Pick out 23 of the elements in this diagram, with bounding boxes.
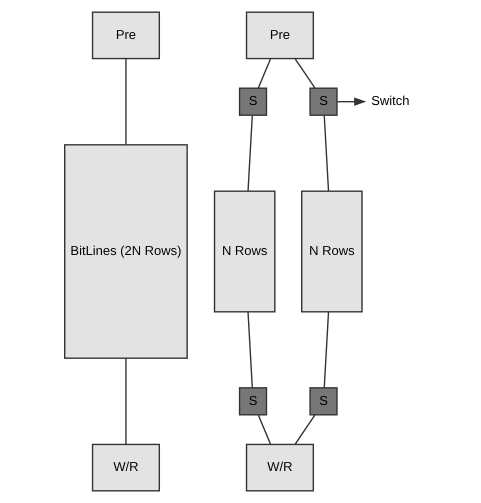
arrow (337, 97, 366, 106)
node-box: S (309, 88, 338, 116)
node-box: Pre (92, 11, 160, 60)
connector (294, 414, 316, 445)
connector (258, 58, 272, 88)
connector (294, 58, 316, 88)
node-text: Switch (371, 93, 410, 108)
connector (125, 358, 127, 444)
connector (247, 115, 253, 192)
connector (324, 312, 330, 388)
connector (324, 115, 330, 192)
node-box: BitLines (2N Rows) (64, 144, 188, 359)
node-box: W/R (92, 444, 160, 492)
connector (258, 414, 272, 445)
node-box: S (238, 88, 268, 116)
connector (125, 58, 127, 145)
node-box: N Rows (301, 190, 363, 312)
node-box: S (238, 387, 268, 416)
node-box: Pre (246, 11, 314, 60)
connector (247, 312, 253, 388)
node-box: S (309, 387, 338, 416)
node-box: N Rows (214, 190, 276, 312)
node-box: W/R (246, 444, 314, 492)
